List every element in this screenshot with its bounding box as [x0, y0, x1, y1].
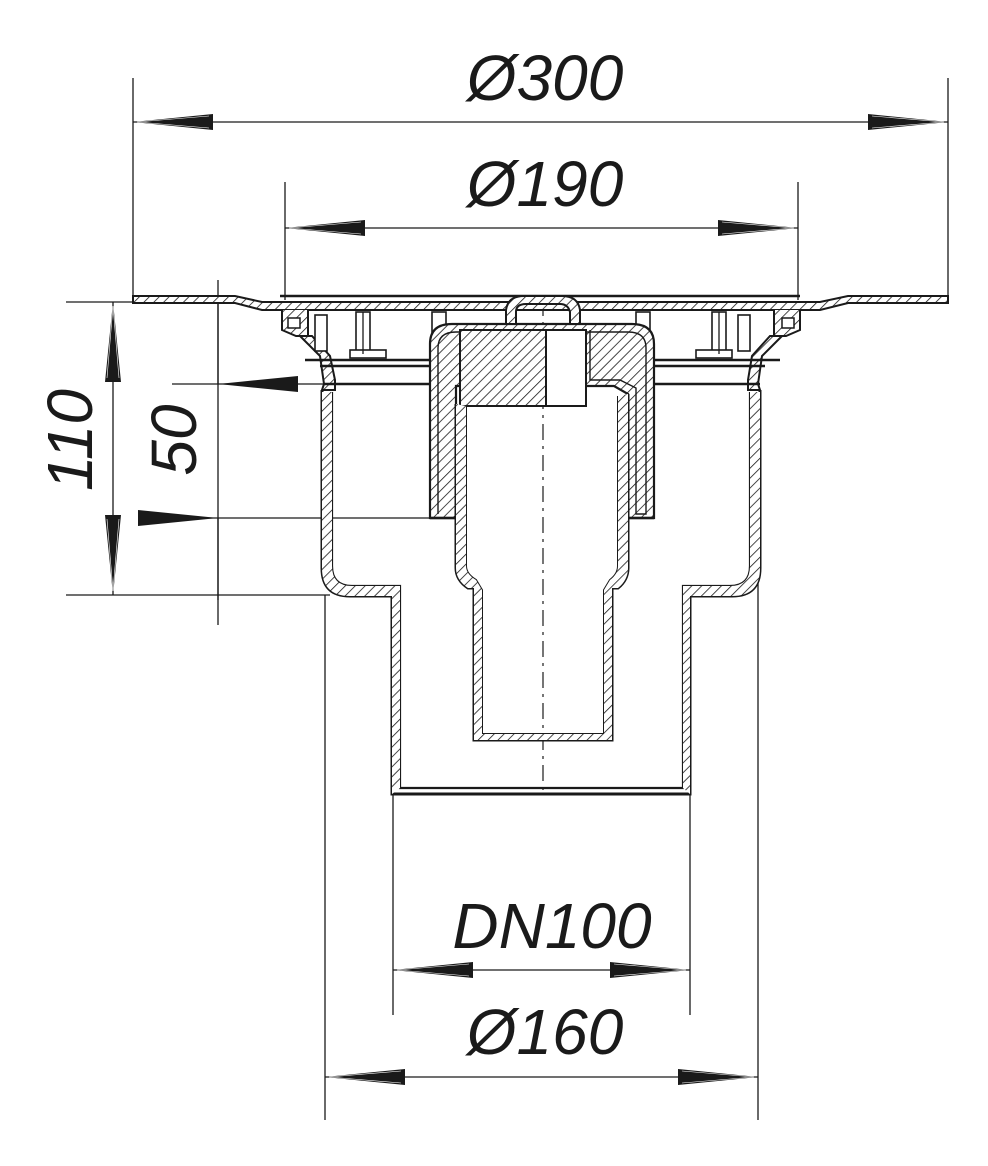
dimension-body: Ø160	[324, 400, 759, 1120]
trap-handle	[505, 295, 581, 325]
dimension-label-inner-height: 50	[138, 404, 210, 476]
trap-plug	[459, 329, 547, 407]
bolt-left	[349, 311, 387, 359]
dimension-label-outer: Ø300	[465, 42, 624, 114]
dimension-outer-flange: Ø300	[132, 42, 949, 295]
dimension-label-body: Ø160	[465, 996, 624, 1068]
dimension-label-height: 110	[34, 389, 106, 491]
dimension-inner-flange: Ø190	[284, 148, 799, 300]
housing-right-wall	[747, 335, 785, 391]
bolt-right	[695, 311, 733, 359]
dimension-inner-height: 50	[138, 280, 430, 625]
dimension-outlet: DN100	[392, 795, 691, 1015]
dimension-total-height: 110	[34, 301, 330, 596]
dimension-label-outlet: DN100	[452, 890, 652, 962]
dimension-label-inner: Ø190	[465, 148, 624, 220]
drain-body	[132, 294, 949, 796]
